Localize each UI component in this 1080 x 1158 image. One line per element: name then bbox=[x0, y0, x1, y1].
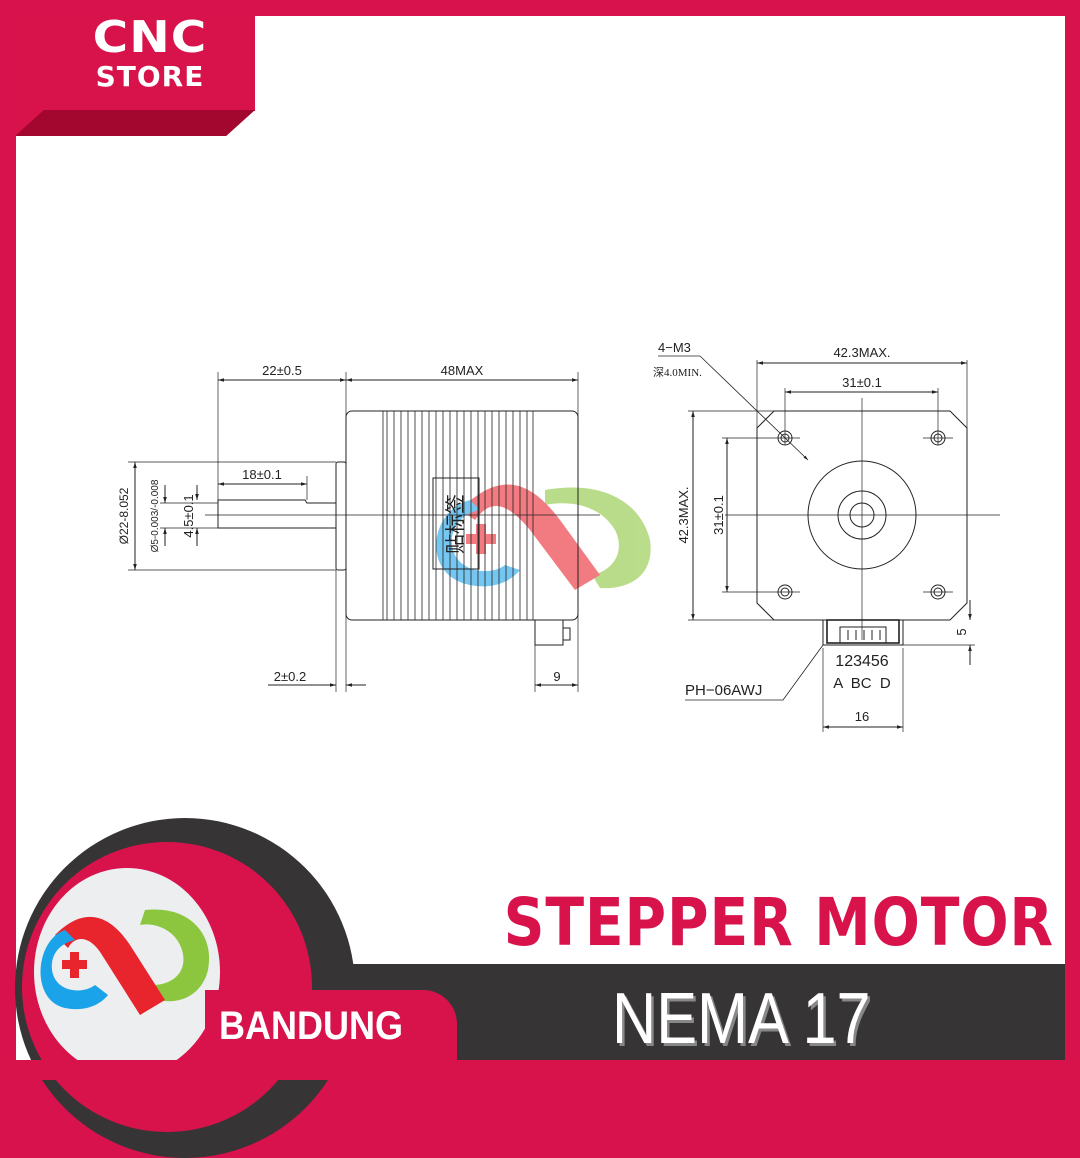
label-area bbox=[432, 477, 480, 570]
dim-connector-height: 5 bbox=[954, 628, 969, 635]
dim-hole-spacing-h: 31±0.1 bbox=[842, 375, 882, 390]
location-label: BANDUNG bbox=[219, 1004, 403, 1048]
bottom-frame bbox=[0, 1060, 1080, 1080]
connector-model: PH−06AWJ bbox=[685, 682, 762, 699]
dim-shaft-length: 22±0.5 bbox=[262, 363, 302, 378]
dim-boss-height: 2±0.2 bbox=[274, 669, 306, 684]
dim-flat-length: 18±0.1 bbox=[242, 467, 282, 482]
cooling-fins bbox=[382, 411, 534, 620]
connector bbox=[822, 619, 904, 646]
dim-connector-depth: 9 bbox=[553, 669, 560, 684]
mounting-flange bbox=[756, 410, 968, 621]
product-subtitle: NEMA 17 bbox=[612, 979, 871, 1059]
shaft bbox=[217, 499, 336, 529]
dim-hole-spacing-v: 31±0.1 bbox=[711, 495, 726, 535]
rear-connector bbox=[534, 620, 571, 646]
location-tab: BANDUNG bbox=[205, 990, 457, 1066]
label-text: 贴标签 bbox=[444, 494, 467, 554]
connector-phases: A BC D bbox=[833, 675, 891, 692]
dim-flat-height: 4.5±0.1 bbox=[181, 494, 196, 537]
technical-drawing: 贴标签 22±0.5 48MAX 18±0.1 bbox=[117, 340, 1000, 732]
watermark-logo bbox=[436, 484, 651, 590]
dim-body-length: 48MAX bbox=[441, 363, 484, 378]
flange-boss bbox=[335, 461, 347, 571]
connector-pins: 123456 bbox=[835, 653, 888, 670]
dim-boss-diameter: Ø22-8.052 bbox=[117, 487, 131, 544]
front-view bbox=[658, 355, 1000, 732]
dim-flange-height: 42.3MAX. bbox=[676, 486, 691, 543]
brand-line-2: STORE bbox=[95, 60, 205, 93]
brand-line-1: CNC bbox=[92, 12, 208, 63]
product-title: STEPPER MOTOR bbox=[503, 884, 1054, 961]
holes-label: 4−M3 bbox=[658, 340, 691, 355]
side-view: 贴标签 bbox=[128, 372, 600, 692]
dim-flange-width: 42.3MAX. bbox=[833, 345, 890, 360]
store-logo-icon bbox=[40, 909, 210, 1015]
dim-connector-width: 16 bbox=[855, 709, 869, 724]
brand-logo-box bbox=[45, 15, 255, 111]
dim-shaft-diameter: Ø5-0.003/-0.008 bbox=[150, 479, 161, 552]
brand-ribbon-bevel bbox=[15, 110, 255, 136]
holes-depth: 深4.0MIN. bbox=[653, 366, 702, 379]
